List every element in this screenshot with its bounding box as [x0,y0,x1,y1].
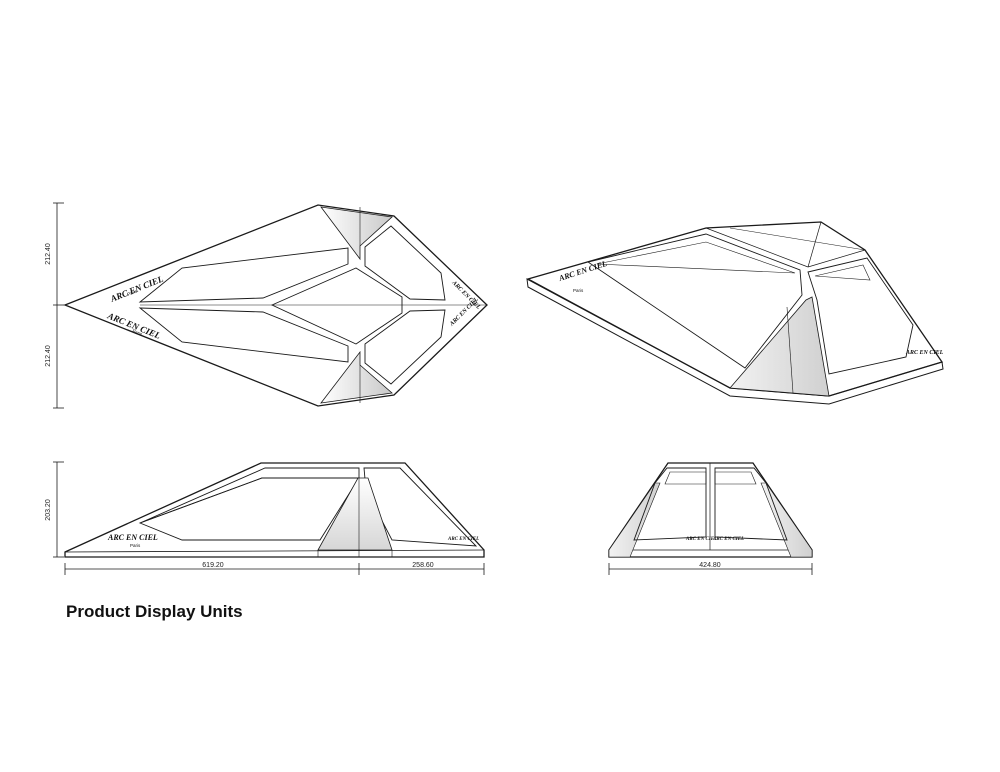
brand-logo: ARC EN CIEL [905,350,944,356]
brand-logo: ARC EN CIEL [448,297,480,329]
dim-short-length: 258.60 [412,562,434,569]
end-left-facet [608,482,661,558]
plan-pocket-left-bottom [138,307,349,363]
plan-dimension-line: 212.40 212.40 [45,202,64,409]
svg-text:Paris: Paris [573,288,584,293]
figure-caption: Product Display Units [66,602,243,621]
perspective-pocket-left [586,233,803,369]
plan-pocket-center [270,267,403,345]
svg-text:ARC EN CIEL: ARC EN CIEL [448,297,480,329]
dim-end-width: 424.80 [699,562,721,569]
side-center-facet [317,477,393,551]
svg-text:ARC EN CIEL: ARC EN CIEL [557,259,608,283]
dim-long-length: 619.20 [202,562,224,569]
svg-text:Paris: Paris [132,328,144,337]
perspective-pocket-right [807,257,914,375]
side-outline [64,462,485,558]
end-elevation: ARC EN CIEL ARC EN CIEL 424.80 [608,462,813,575]
svg-text:ARC EN CIEL: ARC EN CIEL [107,533,158,542]
svg-text:Paris: Paris [127,288,139,297]
svg-text:ARC EN CIEL: ARC EN CIEL [447,537,479,542]
end-right-facet [760,482,813,558]
plan-pocket-left-top [138,247,349,303]
dim-height: 203.20 [45,499,52,521]
perspective-outline [526,221,944,397]
dim-plan-bottom: 212.40 [45,345,52,367]
brand-logo: ARC EN CIEL [712,537,744,542]
side-elevation: 203.20 ARC EN CIEL Paris ARC EN CIEL 619… [45,461,485,575]
brand-logo: ARC EN CIEL [685,537,717,542]
svg-text:ARC EN CIEL: ARC EN CIEL [685,537,717,542]
dim-plan-top: 212.40 [45,243,52,265]
end-width-dimension: 424.80 [608,562,813,575]
svg-text:ARC EN CIEL: ARC EN CIEL [105,310,162,341]
end-pocket-right [714,467,788,541]
plan-pocket-right-bottom [364,309,446,385]
end-pocket-left [633,467,707,541]
perspective-view: ARC EN CIEL Paris ARC EN CIEL [526,221,944,405]
side-height-dimension: 203.20 [45,461,64,558]
svg-text:ARC EN CIEL: ARC EN CIEL [712,537,744,542]
plan-outline [63,204,488,407]
plan-pocket-right-top [364,225,446,301]
side-pocket-left [138,477,360,541]
svg-text:Paris: Paris [130,543,141,548]
brand-logo: ARC EN CIEL [447,537,479,542]
plan-view: 212.40 212.40 ARC EN CIEL Paris ARC EN C… [45,202,488,409]
brand-logo: ARC EN CIEL Paris [107,533,158,548]
side-length-dimensions: 619.20 258.60 [64,562,485,575]
brand-logo: ARC EN CIEL Paris [105,310,162,341]
svg-text:ARC EN CIEL: ARC EN CIEL [905,350,944,356]
perspective-front-facet [729,296,830,397]
